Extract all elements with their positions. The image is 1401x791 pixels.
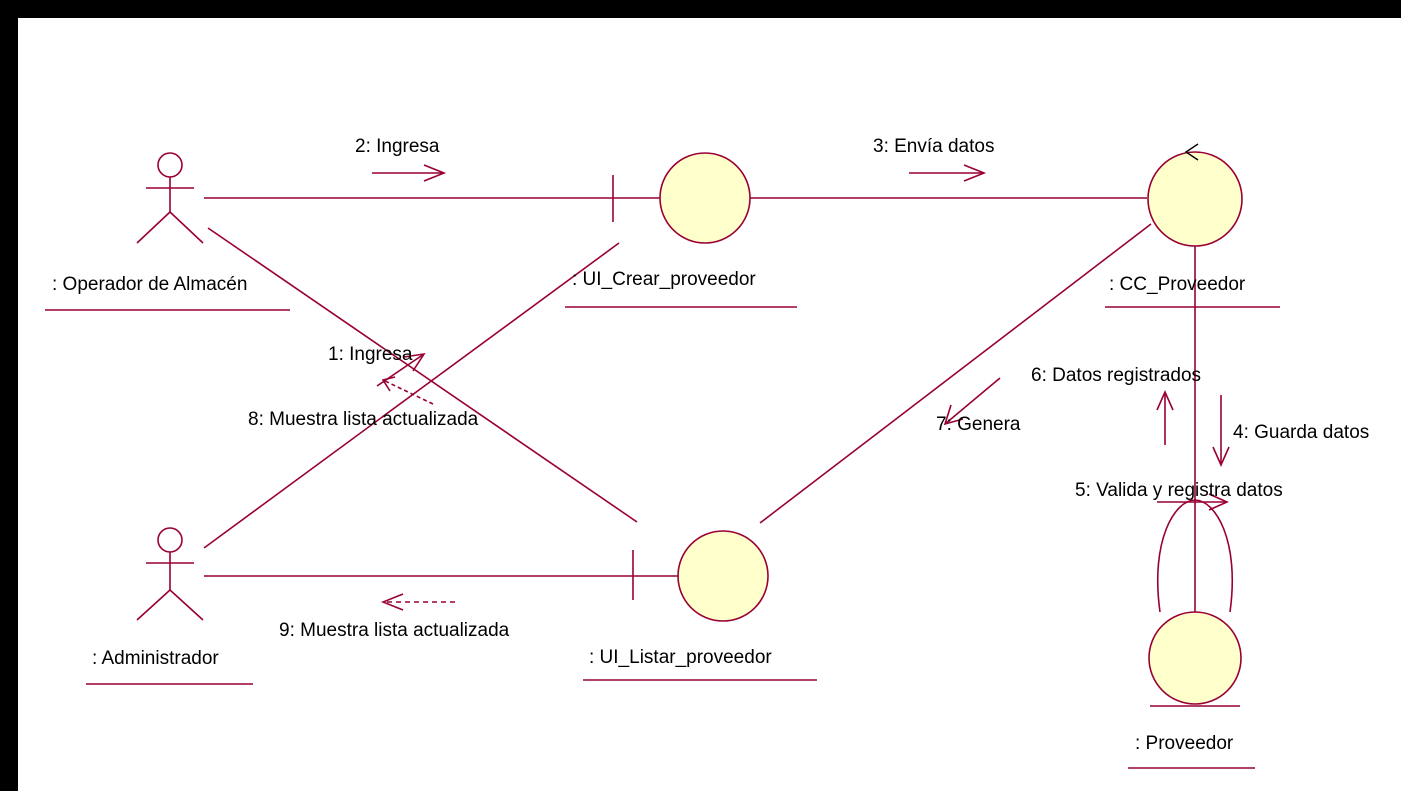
arrow-m1: [376, 352, 426, 387]
label-administrador: : Administrador: [92, 648, 219, 669]
message-m7: 7: Genera: [936, 414, 1021, 435]
message-m1: 1: Ingresa: [328, 344, 413, 365]
label-operador: : Operador de Almacén: [52, 274, 247, 295]
message-m9: 9: Muestra lista actualizada: [279, 620, 510, 641]
link-uilistar-ccproveedor: [759, 223, 1152, 524]
message-m2: 2: Ingresa: [355, 136, 440, 157]
arrow-m8: [381, 376, 434, 405]
message-m6: 6: Datos registrados: [1031, 365, 1201, 386]
link-operador-uilistar: [207, 227, 638, 523]
actor-administrador-icon: [136, 527, 204, 621]
self-link-loop: [1156, 499, 1234, 613]
boundary-uicrear-icon: [612, 152, 751, 244]
entity-proveedor-icon: [1148, 611, 1242, 707]
link-admin-uicrear: [203, 242, 620, 549]
message-m8: 8: Muestra lista actualizada: [248, 409, 479, 430]
boundary-uilistar-icon: [632, 530, 769, 622]
arrow-m4: [1212, 395, 1230, 467]
arrow-m5: [1157, 493, 1229, 511]
message-m3: 3: Envía datos: [873, 136, 994, 157]
label-ccproveedor: : CC_Proveedor: [1109, 274, 1246, 295]
arrow-m2: [372, 164, 447, 182]
message-m4: 4: Guarda datos: [1233, 422, 1369, 443]
arrow-m9: [380, 593, 455, 611]
message-m5: 5: Valida y registra datos: [1075, 480, 1283, 501]
label-uicrear: : UI_Crear_proveedor: [572, 269, 756, 290]
control-ccproveedor-icon: [1147, 143, 1243, 247]
arrow-m7: [943, 377, 1001, 426]
label-proveedor: : Proveedor: [1135, 733, 1234, 754]
label-uilistar: : UI_Listar_proveedor: [589, 647, 772, 668]
arrow-m3: [909, 164, 987, 182]
arrow-m6: [1156, 390, 1174, 445]
actor-operador-icon: [136, 152, 204, 244]
